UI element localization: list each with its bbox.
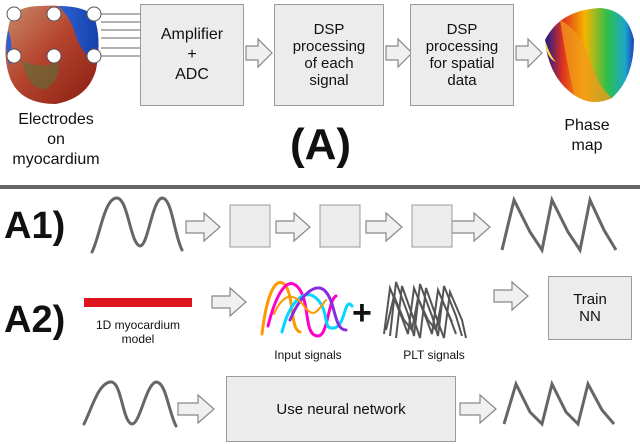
a3-output-signal — [502, 379, 616, 427]
train-nn-box: Train NN — [548, 276, 632, 340]
plus-sign: + — [352, 294, 372, 332]
a3-raw-signal — [82, 380, 178, 428]
panel-label-a: (A) — [290, 120, 352, 169]
a1-output-signal — [500, 195, 618, 254]
model-label: 1D myocardium model — [95, 318, 181, 346]
dsp-signal-box: DSP processing of each signal — [274, 4, 384, 106]
arrow-dsp1-to-dsp2 — [385, 37, 413, 69]
row-label-a1: A1) — [4, 205, 66, 247]
arrow-plt-to-train — [493, 280, 529, 312]
row-label-a2: A2) — [4, 299, 66, 341]
amplifier-adc-box: Amplifier + ADC — [140, 4, 244, 106]
arrow-nn-to-output — [459, 393, 497, 425]
electrodes-label: Electrodes on myocardium — [12, 111, 100, 168]
arrow-raw-to-nn — [177, 393, 215, 425]
arrow-amp-to-dsp1 — [245, 37, 273, 69]
a1-raw-signal — [90, 196, 184, 254]
phase-map-image — [545, 8, 634, 103]
plt-signals-label: PLT signals — [403, 348, 465, 362]
input-signals-graphic — [260, 280, 354, 338]
arrow-dsp2-to-phase — [515, 37, 543, 69]
heart-electrodes-image — [5, 5, 140, 105]
dsp-spatial-box: DSP processing for spatial data — [410, 4, 514, 106]
top-arrows — [245, 37, 543, 69]
section-divider — [0, 185, 640, 189]
a1-arrows — [185, 211, 491, 243]
phase-map-label: Phase map — [564, 117, 610, 154]
arrow-model-to-input — [211, 286, 247, 318]
plt-signals-graphic — [383, 281, 467, 339]
model-bar — [84, 298, 192, 307]
a1-processing-boxes — [229, 204, 453, 248]
use-neural-network-box: Use neural network — [226, 376, 456, 442]
input-signals-label: Input signals — [274, 348, 342, 362]
